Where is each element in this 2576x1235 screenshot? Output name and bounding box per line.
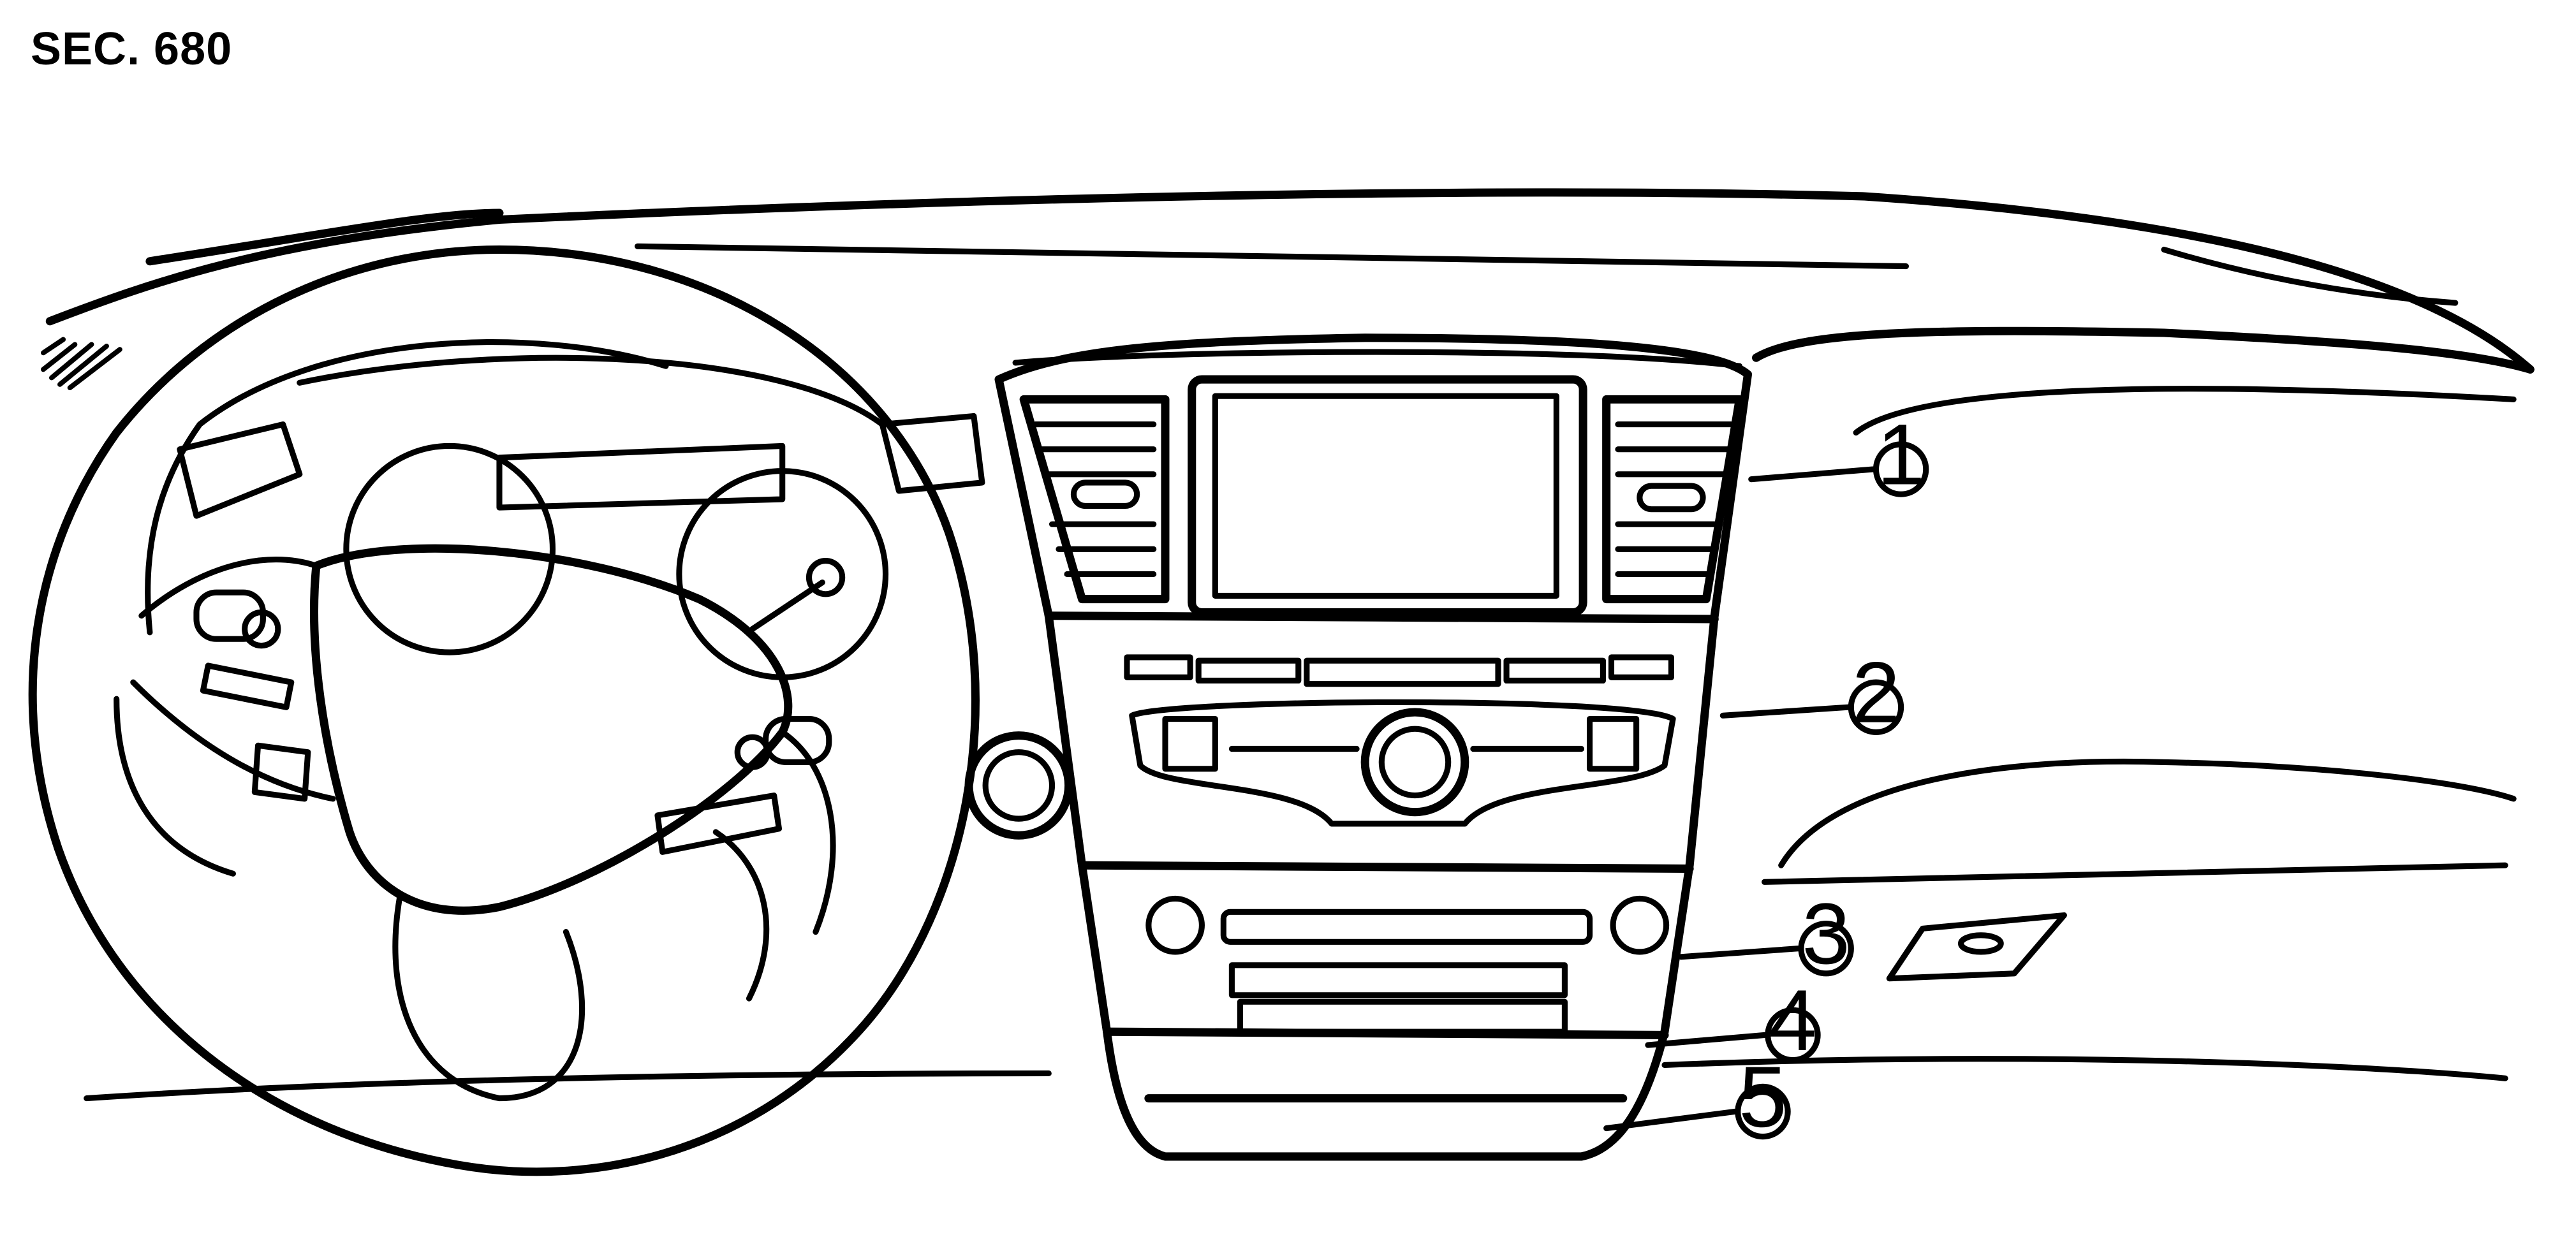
center-vent-left-slats xyxy=(1032,421,1157,578)
callout-5: 5 xyxy=(1735,1048,1791,1145)
defrost-line-right xyxy=(2161,246,2459,306)
push-start-button-inner xyxy=(982,749,1056,822)
steering-spoke-left xyxy=(114,557,336,877)
cd-slot xyxy=(1220,909,1593,945)
center-vent-right-slats xyxy=(1615,421,1734,578)
controller-top-buttons xyxy=(1124,654,1675,687)
tachometer xyxy=(343,442,556,655)
callout-label-2: 2 xyxy=(1852,644,1900,741)
controller-panel xyxy=(1129,699,1676,827)
callout-label-5: 5 xyxy=(1739,1048,1786,1145)
audio-preset-buttons xyxy=(1228,962,1568,1035)
steering-wheel-outer-rim xyxy=(28,245,980,1176)
upper-cluster-bottom-edge xyxy=(1044,611,1719,624)
speedometer-needle xyxy=(749,579,825,632)
meter-hood xyxy=(297,354,885,428)
steering-lower-spoke xyxy=(392,895,585,1102)
callout-label-3: 3 xyxy=(1802,885,1850,982)
center-vent-right xyxy=(1602,395,1744,604)
callout-4: 4 xyxy=(1765,972,1821,1069)
callout-2: 2 xyxy=(1848,644,1904,741)
cluster-display xyxy=(496,442,786,511)
steering-wheel-inner-rim xyxy=(145,339,669,636)
navigation-display-bezel xyxy=(1188,375,1587,617)
section-title: SEC. 680 xyxy=(31,24,233,75)
center-vent-left xyxy=(1019,395,1170,604)
controller-center-dial-outer xyxy=(1360,708,1469,817)
passenger-glovebox-upper xyxy=(1752,326,2535,374)
audio-knob-left xyxy=(1145,895,1205,955)
defrost-line-center xyxy=(635,243,1910,270)
passenger-dash-line xyxy=(1853,386,2517,436)
center-vent-left-knob xyxy=(1070,479,1140,509)
upper-cluster-top-edge xyxy=(1012,349,1743,369)
lower-dash-line-right xyxy=(1661,1056,2508,1081)
steering-switches-left xyxy=(193,589,311,802)
steering-switches-right xyxy=(654,715,832,855)
audio-unit-bottom-edge xyxy=(1103,1027,1669,1039)
right-upper-trim xyxy=(879,413,985,494)
glovebox-handle xyxy=(1886,912,2067,982)
callout-3: 3 xyxy=(1798,885,1854,982)
audio-knob-right xyxy=(1610,895,1670,955)
dashboard-top-edge xyxy=(145,208,504,266)
passenger-lower-line xyxy=(1778,758,2517,868)
passenger-trim-line xyxy=(1762,862,2508,885)
left-side-vent xyxy=(40,337,122,391)
callout-label-4: 4 xyxy=(1769,972,1816,1069)
speedometer-hub xyxy=(806,558,846,597)
center-vent-right-knob xyxy=(1637,483,1706,513)
glovebox-handle-hole xyxy=(1958,932,2004,955)
controller-center-dial-inner xyxy=(1378,726,1452,799)
controller-bottom-edge xyxy=(1077,861,1694,873)
lower-dash-line-left xyxy=(84,1070,1052,1102)
steering-wheel-hub xyxy=(309,544,793,915)
dashboard-top-outline xyxy=(45,188,2535,374)
callout-1: 1 xyxy=(1873,406,1929,503)
callout-label-1: 1 xyxy=(1877,406,1925,503)
controller-side-buttons xyxy=(1162,715,1640,772)
steering-spoke-right xyxy=(712,729,836,1002)
navigation-display-screen xyxy=(1212,393,1559,599)
callout-leaders xyxy=(1603,466,1876,1132)
left-upper-trim xyxy=(177,421,303,519)
